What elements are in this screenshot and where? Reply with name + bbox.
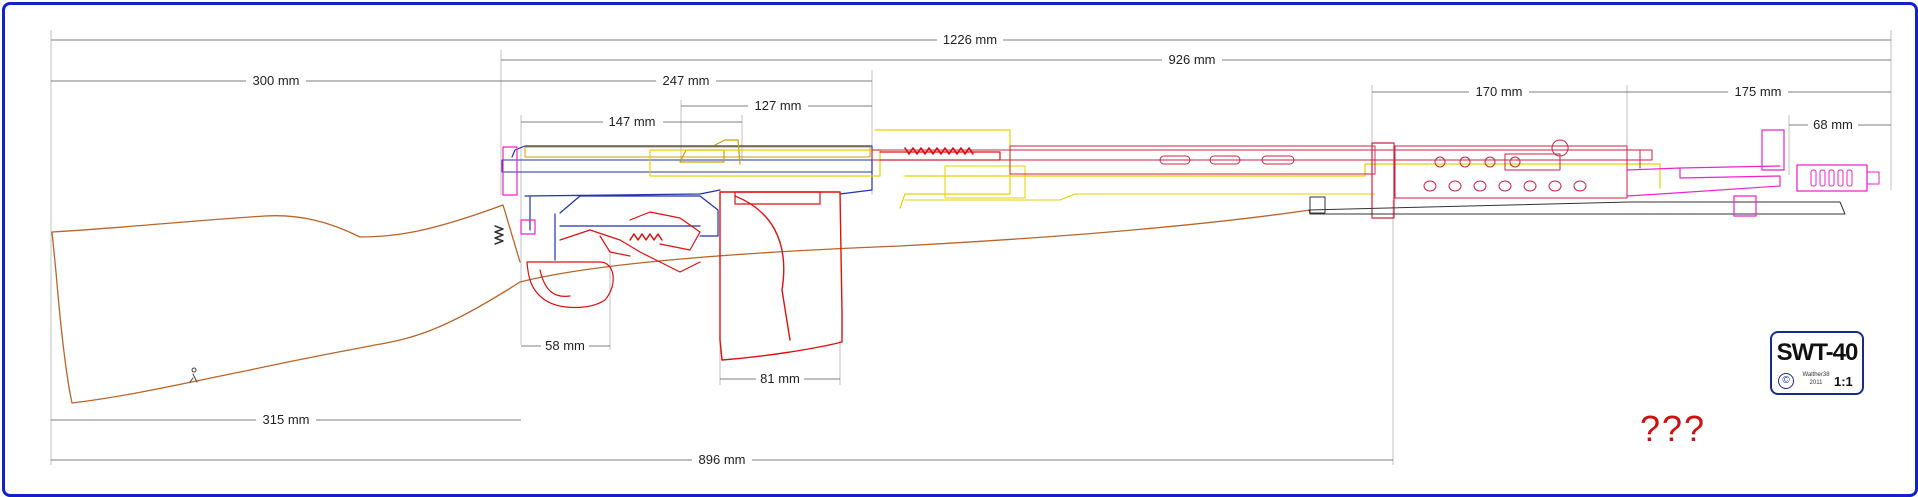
dim-receiver-length: 247 mm	[663, 73, 710, 88]
muzzle-brake	[1796, 164, 1868, 192]
dim-overall-length: 1226 mm	[943, 32, 997, 47]
dim-trigger-guard-length: 58 mm	[545, 338, 585, 353]
op-rod	[649, 129, 1661, 209]
extension-lines	[50, 30, 1892, 465]
copyright-icon: ©	[1778, 373, 1794, 389]
dim-butt-to-band-length: 896 mm	[699, 452, 746, 467]
dim-muzzle-brake-length: 68 mm	[1813, 117, 1853, 132]
rifle-outline	[51, 129, 1880, 404]
muzzle-section	[1626, 165, 1781, 197]
magazine-top	[734, 191, 821, 205]
magazine	[719, 191, 843, 361]
cleaning-rod-stop	[1309, 196, 1326, 214]
dimension-lines	[51, 39, 1891, 461]
dim-barrel-receiver-length: 926 mm	[1169, 52, 1216, 67]
receiver-top	[501, 159, 873, 173]
front-handguard	[1394, 145, 1628, 199]
handguard-top	[1009, 145, 1376, 175]
sling-swivel	[189, 367, 198, 383]
muzzle-cap	[1866, 171, 1880, 185]
dim-magazine-length: 81 mm	[760, 371, 800, 386]
front-sight	[1761, 129, 1785, 171]
handguard-vents	[1159, 155, 1295, 165]
gas-regulator	[1504, 139, 1641, 171]
dim-handguard-length: 170 mm	[1476, 84, 1523, 99]
buffer-block	[520, 219, 536, 235]
title-badge: SWT-40 © Walther38 2011 1:1	[1770, 331, 1864, 395]
badge-title: SWT-40	[1776, 339, 1859, 366]
receiver-cover	[524, 146, 871, 158]
hammer-spring	[629, 233, 663, 241]
badge-scale: 1:1	[1834, 374, 1853, 389]
bayonet-lug	[1733, 195, 1757, 217]
lower-handguard	[1308, 201, 1846, 215]
badge-year: 2011	[1809, 380, 1823, 386]
dim-bolt-length: 127 mm	[755, 98, 802, 113]
receiver-outline	[511, 145, 873, 261]
front-band	[1371, 142, 1395, 219]
gas-tube	[904, 165, 1376, 201]
question-marks-note: ???	[1640, 408, 1707, 449]
receiver-end-cap	[502, 146, 518, 196]
trigger-guard	[526, 261, 614, 309]
buffer-spring	[494, 225, 504, 245]
dim-butt-to-trigger-length: 315 mm	[263, 412, 310, 427]
muzzle-brake-ports	[1810, 169, 1853, 187]
recoil-spring	[904, 147, 974, 155]
dimension-labels: 1226 mm 926 mm 300 mm 247 mm 147 mm 127 …	[246, 32, 1858, 468]
dim-stock-length: 300 mm	[253, 73, 300, 88]
dim-front-section-length: 175 mm	[1735, 84, 1782, 99]
trigger-mechanism	[559, 211, 701, 273]
badge-author: Walther38	[1802, 372, 1830, 378]
dim-bolt-carrier-length: 147 mm	[609, 114, 656, 129]
front-handguard-holes	[1423, 156, 1587, 192]
stock-outline	[51, 204, 1311, 404]
